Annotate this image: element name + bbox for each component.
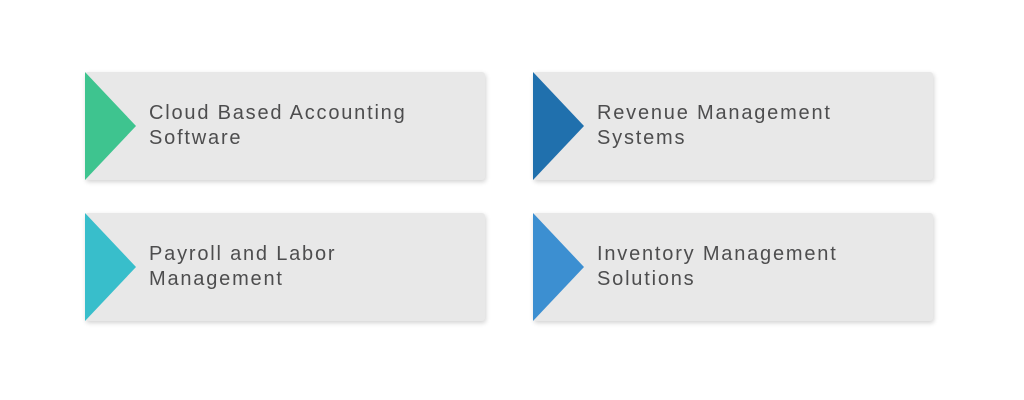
card-label-line: Management (149, 268, 284, 290)
arrow-right-icon (533, 72, 584, 180)
card-label-line: Inventory Management (597, 243, 838, 265)
arrow-right-icon (85, 213, 136, 321)
card-label-line: Software (149, 127, 243, 149)
card-inventory-management-solutions: Inventory Management Solutions (533, 213, 933, 321)
arrow-right-icon (533, 213, 584, 321)
card-label-line: Cloud Based Accounting (149, 102, 407, 124)
card-label: Payroll and Labor Management (85, 242, 348, 292)
card-cloud-based-accounting-software: Cloud Based Accounting Software (85, 72, 485, 180)
card-label-line: Systems (597, 127, 687, 149)
card-label-line: Payroll and Labor (149, 243, 337, 265)
card-revenue-management-systems: Revenue Management Systems (533, 72, 933, 180)
card-label: Revenue Management Systems (533, 101, 844, 151)
card-label-line: Revenue Management (597, 102, 832, 124)
card-label-line: Solutions (597, 268, 696, 290)
card-label: Inventory Management Solutions (533, 242, 850, 292)
card-label: Cloud Based Accounting Software (85, 101, 419, 151)
arrow-right-icon (85, 72, 136, 180)
card-payroll-and-labor-management: Payroll and Labor Management (85, 213, 485, 321)
